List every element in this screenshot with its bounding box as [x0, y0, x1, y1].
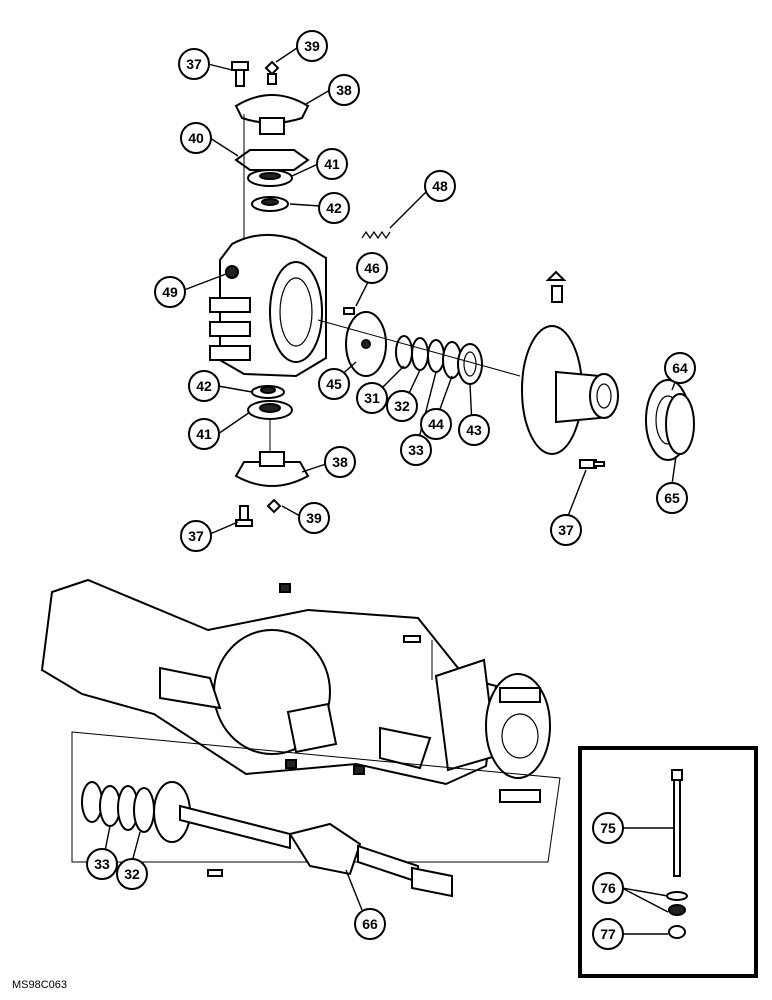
callout-39-top: 39 [296, 30, 328, 62]
callout-label: 75 [600, 820, 616, 836]
callout-41-top: 41 [316, 148, 348, 180]
leader-lines [103, 45, 677, 935]
lower-kingpin-cap-assembly [234, 385, 310, 527]
callout-39-bottom: 39 [298, 502, 330, 534]
callout-46: 46 [356, 252, 388, 284]
callout-label: 38 [332, 454, 348, 470]
callout-label: 64 [672, 360, 688, 376]
callout-37-hub: 37 [550, 514, 582, 546]
callout-42-top: 42 [318, 192, 350, 224]
callout-label: 33 [408, 442, 424, 458]
callout-77: 77 [592, 918, 624, 950]
callout-42-bottom: 42 [188, 370, 220, 402]
callout-label: 41 [196, 426, 212, 442]
callout-33-bottom: 33 [86, 848, 118, 880]
callout-label: 44 [428, 416, 444, 432]
callout-48: 48 [424, 170, 456, 202]
callout-label: 42 [196, 378, 212, 394]
callout-label: 76 [600, 880, 616, 896]
callout-label: 31 [364, 390, 380, 406]
callout-label: 49 [162, 284, 178, 300]
callout-label: 37 [188, 528, 204, 544]
callout-label: 32 [394, 398, 410, 414]
callout-label: 37 [186, 56, 202, 72]
callout-label: 40 [188, 130, 204, 146]
gear-ring-64-65 [645, 379, 695, 461]
callout-37-top: 37 [178, 48, 210, 80]
callout-label: 43 [466, 422, 482, 438]
callout-label: 32 [124, 866, 140, 882]
upper-kingpin-cap-assembly [231, 60, 310, 240]
drawing-code: MS98C063 [12, 979, 67, 991]
callout-label: 39 [306, 510, 322, 526]
callout-31: 31 [356, 382, 388, 414]
callout-32-bottom: 32 [116, 858, 148, 890]
callout-label: 77 [600, 926, 616, 942]
callout-label: 41 [324, 156, 340, 172]
callout-label: 46 [364, 260, 380, 276]
callout-label: 42 [326, 200, 342, 216]
callout-label: 39 [304, 38, 320, 54]
callout-32-top: 32 [386, 390, 418, 422]
callout-40: 40 [180, 122, 212, 154]
callout-label: 38 [336, 82, 352, 98]
callout-66: 66 [354, 908, 386, 940]
callout-43: 43 [458, 414, 490, 446]
callout-label: 37 [558, 522, 574, 538]
callout-label: 66 [362, 916, 378, 932]
callout-37-bottom: 37 [180, 520, 212, 552]
callout-label: 48 [432, 178, 448, 194]
callout-44: 44 [420, 408, 452, 440]
hub-seal-bearing-set [317, 311, 521, 385]
wheel-hub-flange [521, 270, 619, 469]
axle-housing [40, 578, 551, 803]
callout-45: 45 [318, 368, 350, 400]
callout-label: 45 [326, 376, 342, 392]
callout-33-top: 33 [400, 434, 432, 466]
callout-75: 75 [592, 812, 624, 844]
callout-76: 76 [592, 872, 624, 904]
callout-49: 49 [154, 276, 186, 308]
callout-38-bottom: 38 [324, 446, 356, 478]
callout-label: 33 [94, 856, 110, 872]
callout-38-top: 38 [328, 74, 360, 106]
callout-65: 65 [656, 482, 688, 514]
callout-41-bottom: 41 [188, 418, 220, 450]
callout-64: 64 [664, 352, 696, 384]
steering-knuckle [209, 230, 391, 378]
callout-label: 65 [664, 490, 680, 506]
drive-shaft-assembly [71, 731, 561, 898]
